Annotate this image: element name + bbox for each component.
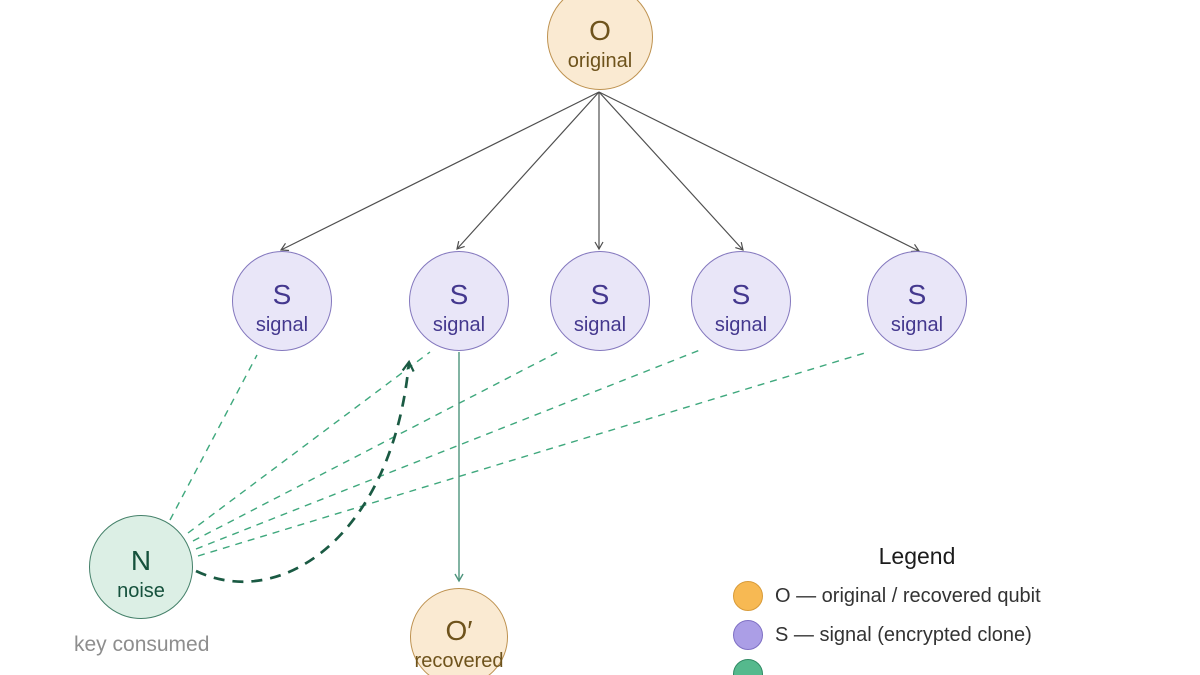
- edge-noise-to-signal-1: [169, 354, 258, 521]
- legend-item-signal: S — signal (encrypted clone): [733, 620, 1103, 650]
- legend: Legend O — original / recovered qubit S …: [733, 540, 1103, 675]
- node-signal-2-label: signal: [432, 314, 486, 336]
- node-signal-2-letter: S: [449, 279, 469, 310]
- edge-noise-key-arrow: [195, 359, 415, 583]
- edge-original-to-signal-1: [279, 91, 600, 252]
- node-signal-5: S signal: [867, 251, 967, 351]
- node-signal-3: S signal: [550, 251, 650, 351]
- node-noise-label: noise: [117, 580, 165, 602]
- node-signal-4: S signal: [691, 251, 791, 351]
- edge-noise-to-signal-5: [197, 351, 869, 557]
- legend-swatch-noise: [733, 659, 763, 675]
- node-signal-1: S signal: [232, 251, 332, 351]
- legend-swatch-original: [733, 581, 763, 611]
- node-signal-5-letter: S: [907, 279, 927, 310]
- node-noise: N noise: [89, 515, 193, 619]
- node-signal-4-letter: S: [731, 279, 751, 310]
- legend-item-noise: [733, 659, 1103, 675]
- key-consumed-annotation: key consumed: [74, 633, 210, 656]
- node-noise-letter: N: [130, 545, 152, 576]
- legend-label-original: O — original / recovered qubit: [775, 584, 1041, 607]
- legend-title: Legend: [878, 543, 956, 569]
- node-signal-3-letter: S: [590, 279, 610, 310]
- node-signal-2: S signal: [409, 251, 509, 351]
- edge-original-to-signal-2: [456, 91, 600, 250]
- edge-noise-to-signal-3: [192, 350, 561, 542]
- edge-original-to-signal-5: [598, 91, 921, 253]
- node-recovered-label: recovered: [414, 650, 504, 672]
- edge-original-to-signal-4: [598, 91, 744, 251]
- node-recovered: O′ recovered: [410, 588, 508, 675]
- node-signal-5-label: signal: [890, 314, 944, 336]
- node-signal-4-label: signal: [714, 314, 768, 336]
- legend-swatch-signal: [733, 620, 763, 650]
- node-recovered-letter: O′: [445, 615, 473, 646]
- node-original-label: original: [567, 50, 633, 72]
- edge-noise-to-signal-4: [195, 349, 701, 550]
- node-original-letter: O: [589, 15, 611, 46]
- legend-item-original: O — original / recovered qubit: [733, 581, 1103, 611]
- legend-label-signal: S — signal (encrypted clone): [775, 623, 1032, 646]
- node-signal-3-label: signal: [573, 314, 627, 336]
- node-signal-1-letter: S: [272, 279, 292, 310]
- edge-noise-to-signal-2: [187, 351, 431, 534]
- node-signal-1-label: signal: [255, 314, 309, 336]
